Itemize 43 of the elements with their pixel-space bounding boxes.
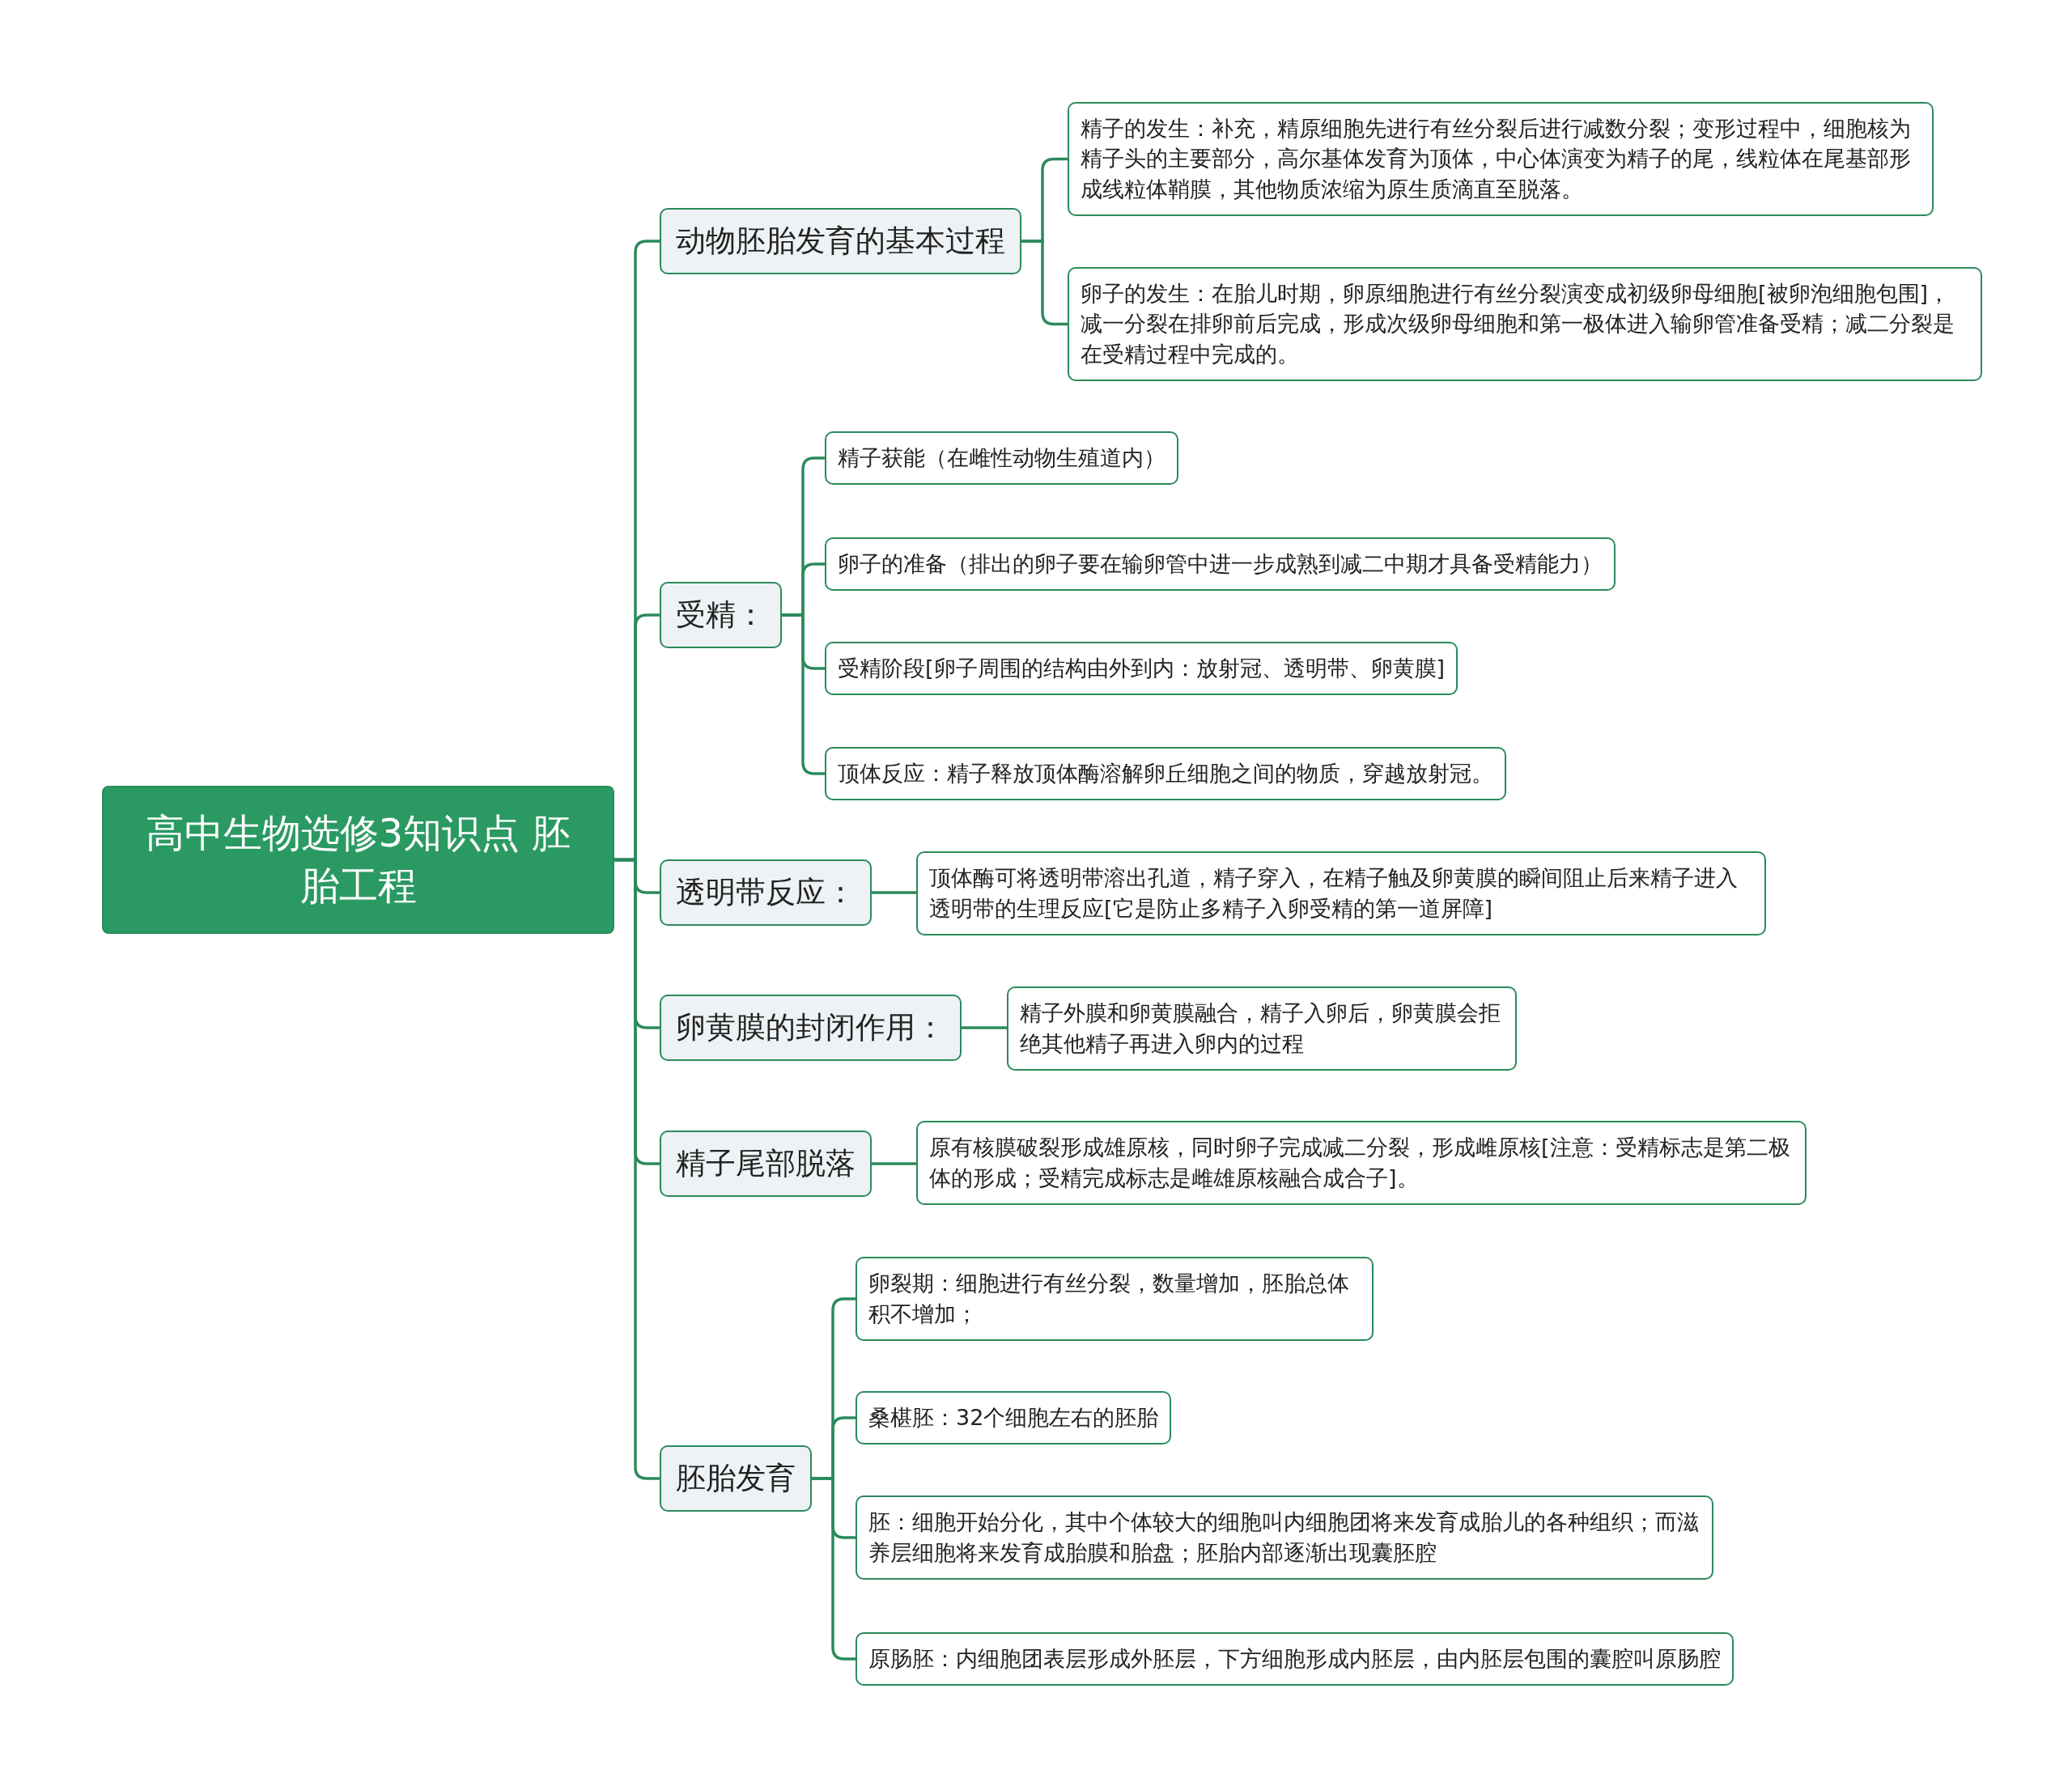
connector-line [872, 891, 916, 894]
node-text: 透明带反应： [676, 874, 856, 911]
branch-topic-box [660, 1131, 872, 1197]
node-text: 受精： [676, 596, 766, 634]
branch-topic-box [660, 208, 1021, 274]
node-text: 胚胎发育 [676, 1460, 796, 1497]
detail-box [916, 851, 1766, 935]
node-text: 动物胚胎发育的基本过程 [676, 223, 1005, 260]
node-text: 原肠胚：内细胞团表层形成外胚层，下方细胞形成内胚层，由内胚层包围的囊腔叫原肠腔 [868, 1645, 1721, 1673]
node-text: 卵子的准备（排出的卵子要在输卵管中进一步成熟到减二中期才具备受精能力） [838, 550, 1603, 578]
node-text: 顶体酶可将透明带溶出孔道，精子穿入，在精子触及卵黄膜的瞬间阻止后来精子进入透明带的生理反应[它是防止多精子入卵受精的第一道屏障] [929, 864, 1739, 923]
detail-box [916, 1121, 1807, 1205]
branch-topic-box [660, 1445, 812, 1512]
node-text: 精子尾部脱落 [676, 1145, 856, 1182]
detail-box [856, 1632, 1734, 1686]
detail-box [825, 431, 1178, 485]
detail-box [825, 642, 1458, 695]
node-text: 胚：细胞开始分化，其中个体较大的细胞叫内细胞团将来发育成胎儿的各种组织；而滋养层细胞将来发育成胎膜和胎盘；胚胎内部逐渐出现囊胚腔 [868, 1508, 1700, 1567]
branch-topic-box [660, 582, 782, 648]
connector-line [962, 1026, 1007, 1029]
detail-box [1068, 266, 1982, 381]
detail-box [1068, 101, 1934, 216]
detail-box [856, 1391, 1172, 1444]
node-text: 受精阶段[卵子周围的结构由外到内：放射冠、透明带、卵黄膜] [838, 655, 1446, 682]
connector-line [872, 1162, 916, 1165]
node-text: 卵黄膜的封闭作用： [676, 1009, 945, 1046]
node-text: 精子的发生：补充，精原细胞先进行有丝分裂后进行减数分裂；变形过程中，细胞核为精子头的主要部分，高尔基体发育为顶体，中心体演变为精子的尾，线粒体在尾基部形成线粒体鞘膜，其他物质浓缩为原生质滴直至脱落。 [1081, 114, 1912, 204]
node-text: 精子外膜和卵黄膜融合，精子入卵后，卵黄膜会拒绝其他精子再进入卵内的过程 [1020, 999, 1501, 1058]
detail-box [825, 537, 1616, 591]
node-text: 桑椹胚：32个细胞左右的胚胎 [868, 1404, 1159, 1432]
branch-topic-box [660, 995, 962, 1061]
node-text: 顶体反应：精子释放顶体酶溶解卵丘细胞之间的物质，穿越放射冠。 [838, 760, 1493, 787]
node-text: 卵子的发生：在胎儿时期，卵原细胞进行有丝分裂演变成初级卵母细胞[被卵泡细胞包围]，减一分裂在排卵前后完成，形成次级卵母细胞和第一极体进入输卵管准备受精；减二分裂是在受精过程中完成的。 [1081, 279, 1955, 369]
node-text: 精子获能（在雌性动物生殖道内） [838, 444, 1166, 472]
detail-box [856, 1257, 1374, 1341]
branch-topic-box [660, 859, 872, 926]
root-topic-box [102, 785, 614, 934]
node-text: 卵裂期：细胞进行有丝分裂，数量增加，胚胎总体积不增加； [868, 1270, 1350, 1328]
detail-box [1007, 986, 1517, 1071]
detail-box [825, 747, 1506, 800]
detail-box [856, 1495, 1713, 1580]
node-text: 原有核膜破裂形成雄原核，同时卵子完成减二分裂，形成雌原核[注意：受精标志是第二极体的形成；受精完成标志是雌雄原核融合成合子]。 [929, 1134, 1791, 1192]
title-text: 高中生物选修3知识点 胚胎工程 [144, 809, 572, 910]
